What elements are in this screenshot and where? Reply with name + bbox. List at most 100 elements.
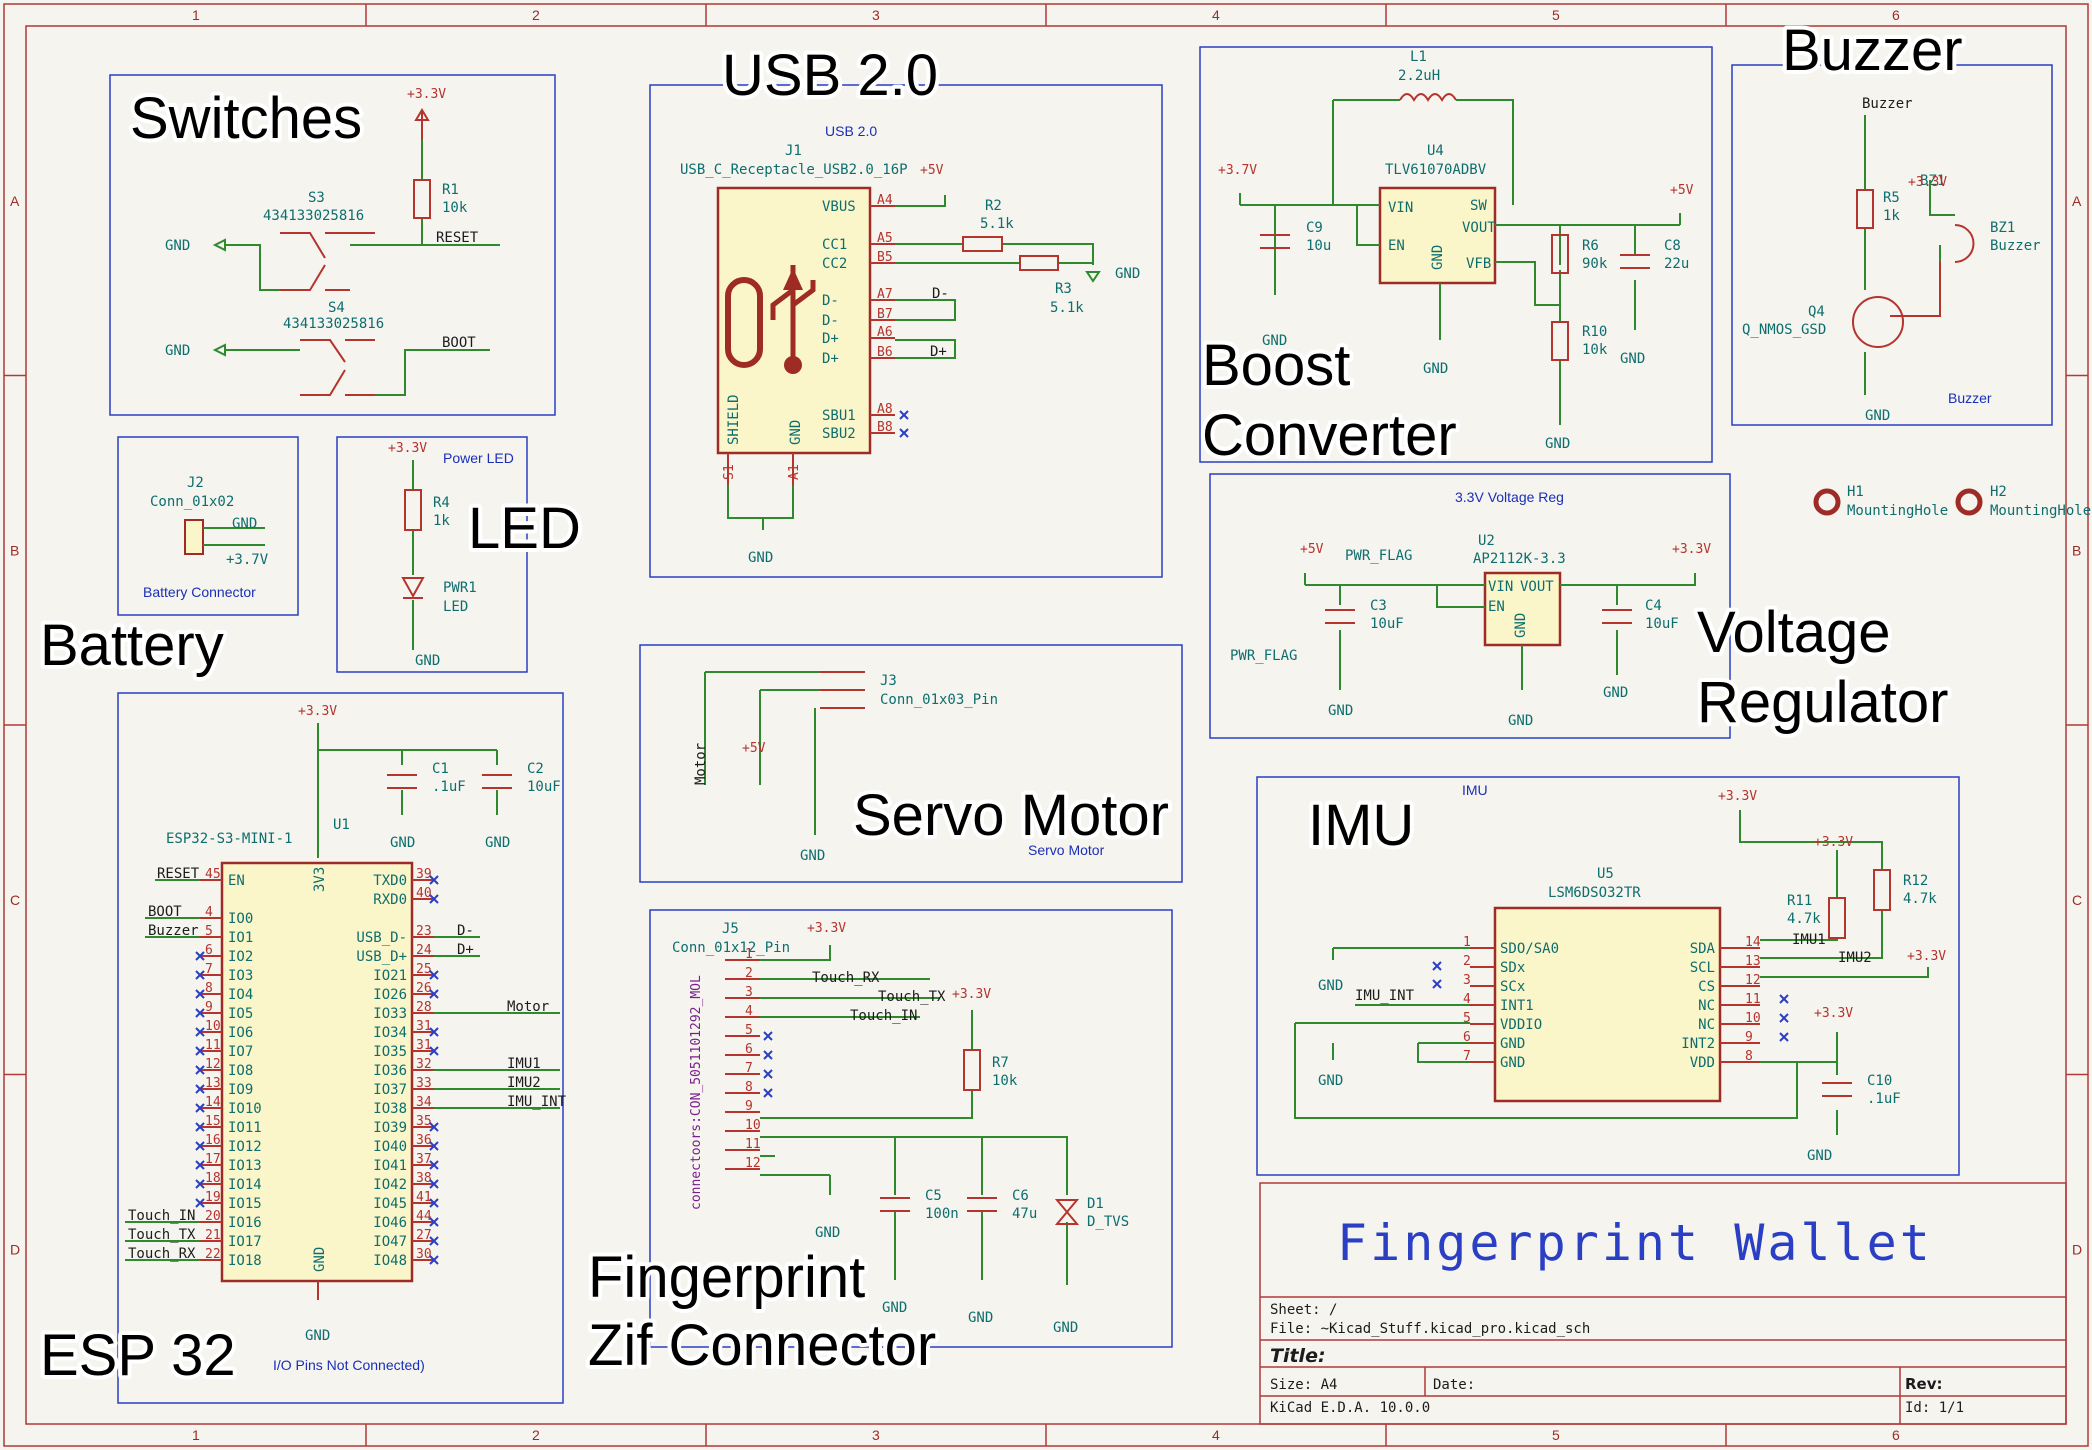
title-block: Fingerprint Wallet Sheet: / File: ~Kicad…: [1259, 1182, 2067, 1425]
usb-net-dm: D-: [932, 286, 949, 302]
u2-vin: VIN: [1488, 579, 1513, 595]
esp-right-pin: IO48: [373, 1253, 407, 1269]
led-supply: +3.3V: [388, 441, 427, 456]
boost-vin-supply: +3.7V: [1218, 163, 1257, 178]
ruler-row-left: A: [10, 193, 20, 209]
imu-cs-supply: +3.3V: [1907, 949, 1946, 964]
esp-left-pin: IO11: [228, 1120, 262, 1136]
r7-ref: R7: [992, 1055, 1009, 1071]
imu-box: [1256, 776, 1960, 1176]
c3-ref: C3: [1370, 598, 1387, 614]
servo-gnd: GND: [800, 848, 825, 864]
j3-value: Conn_01x03_Pin: [880, 692, 998, 708]
ruler-col-top: 1: [192, 7, 200, 23]
esp-right-pin: IO34: [373, 1025, 407, 1041]
r3-resistor: [1019, 255, 1059, 271]
u1-value: ESP32-S3-MINI-1: [166, 831, 292, 847]
fp-net-touch-in: Touch_IN: [850, 1008, 917, 1024]
esp-gnd-pin: GND: [312, 1247, 328, 1272]
esp-right-num: 25: [416, 962, 432, 977]
project-title: Fingerprint Wallet: [1337, 1214, 1933, 1272]
usb-pin-num: A6: [877, 325, 893, 340]
c8-ref: C8: [1664, 238, 1681, 254]
esp-right-pin: IO39: [373, 1120, 407, 1136]
r6-ref: R6: [1582, 238, 1599, 254]
imu-right-num: 10: [1745, 1011, 1761, 1026]
esp-left-pin: IO7: [228, 1044, 253, 1060]
led-sheet-label: Power LED: [443, 450, 514, 466]
c3-gnd: GND: [1328, 703, 1353, 719]
esp-right-num: 26: [416, 981, 432, 996]
fingerprint-box: [649, 909, 1173, 1348]
r7-value: 10k: [992, 1073, 1018, 1089]
imu-right-num: 8: [1745, 1049, 1753, 1064]
imu-left-pin: SDO/SA0: [1500, 941, 1559, 957]
imu-left-pin: GND: [1500, 1036, 1525, 1052]
j2-vbat: +3.7V: [226, 552, 269, 568]
ruler-row-left: B: [10, 542, 19, 558]
ruler-col-top: 6: [1892, 7, 1900, 23]
r12-resistor: [1873, 869, 1891, 911]
imu-right-pin: NC: [1698, 1017, 1715, 1033]
led-gnd: GND: [415, 653, 440, 669]
imu-right-pin: INT2: [1681, 1036, 1715, 1052]
imu-right-pin: CS: [1698, 979, 1715, 995]
usb-pin-label: SBU2: [822, 426, 856, 442]
esp32-section: +3.3V C1 .1uF C2 10uF GND GND U1 ESP32-S…: [125, 704, 567, 1373]
imu-left-num: 3: [1463, 973, 1471, 988]
u4-value: TLV61070ADBV: [1385, 162, 1487, 178]
esp-supply: +3.3V: [298, 704, 337, 719]
c6-gnd: GND: [968, 1310, 993, 1326]
esp-left-pin: IO9: [228, 1082, 253, 1098]
ruler-row-right: D: [2072, 1241, 2082, 1257]
esp-left-num: 5: [205, 924, 213, 939]
esp-left-num: 16: [205, 1133, 221, 1148]
esp-net-imu1: IMU1: [507, 1056, 541, 1072]
imu-body: [1493, 906, 1722, 1103]
ruler-row-right: B: [2072, 542, 2081, 558]
imu-left-num: 2: [1463, 954, 1471, 969]
buzzer-section: Buzzer R5 1k BZ1 Buzzer BZ1 +3.3V Q4 Q_N…: [1742, 96, 2041, 424]
u4-gnd: GND: [1430, 245, 1446, 270]
imu-net-int: IMU_INT: [1355, 988, 1415, 1004]
esp-left-num: 8: [205, 981, 213, 996]
fp-pin-num: 4: [745, 1004, 753, 1019]
esp-right-pin: IO46: [373, 1215, 407, 1231]
u4-sw: SW: [1470, 198, 1487, 214]
esp-right-num: 27: [416, 1228, 432, 1243]
ruler-row-left: C: [10, 892, 20, 908]
c9-ref: C9: [1306, 220, 1323, 236]
esp-left-pin: IO4: [228, 987, 253, 1003]
esp-right-pin: IO47: [373, 1234, 407, 1250]
h2-value: MountingHole: [1990, 503, 2091, 519]
imu-left-num: 5: [1463, 1011, 1471, 1026]
r11-supply: +3.3V: [1814, 835, 1853, 850]
j2-value: Conn_01x02: [150, 494, 234, 510]
esp-right-num: 31: [416, 1019, 432, 1034]
d1-value: D_TVS: [1087, 1214, 1129, 1230]
imu-left-num: 4: [1463, 992, 1471, 1007]
imu-section: IMU U5 LSM6DSO32TR SDO/SA01SDx2SCx3INT14…: [1294, 782, 1946, 1164]
u4-vfb: VFB: [1466, 256, 1491, 272]
esp-right-pin: IO35: [373, 1044, 407, 1060]
c4-value: 10uF: [1645, 616, 1679, 632]
q4-ref: Q4: [1808, 304, 1825, 320]
imu-gnd-b: GND: [1318, 1073, 1343, 1089]
esp-right-pin: IO42: [373, 1177, 407, 1193]
switches-box: [109, 74, 556, 416]
switches-section: +3.3V R1 10k RESET GND S3 434133025816 S…: [165, 87, 500, 396]
imu-right-num: 14: [1745, 935, 1761, 950]
imu-right-num: 13: [1745, 954, 1761, 969]
esp-right-pin: IO21: [373, 968, 407, 984]
esp-left-pin: IO16: [228, 1215, 262, 1231]
esp-right-num: 37: [416, 1152, 432, 1167]
esp-net-boot: BOOT: [148, 904, 182, 920]
esp-left-num: 22: [205, 1247, 221, 1262]
esp-left-num: 15: [205, 1114, 221, 1129]
esp-left-pin: IO13: [228, 1158, 262, 1174]
pwr-flag-top: PWR_FLAG: [1345, 548, 1412, 564]
heading-servo: Servo Motor: [853, 783, 1169, 848]
esp-left-num: 45: [205, 867, 221, 882]
ruler-col-top: 3: [872, 7, 880, 23]
r2-resistor: [962, 236, 1003, 252]
